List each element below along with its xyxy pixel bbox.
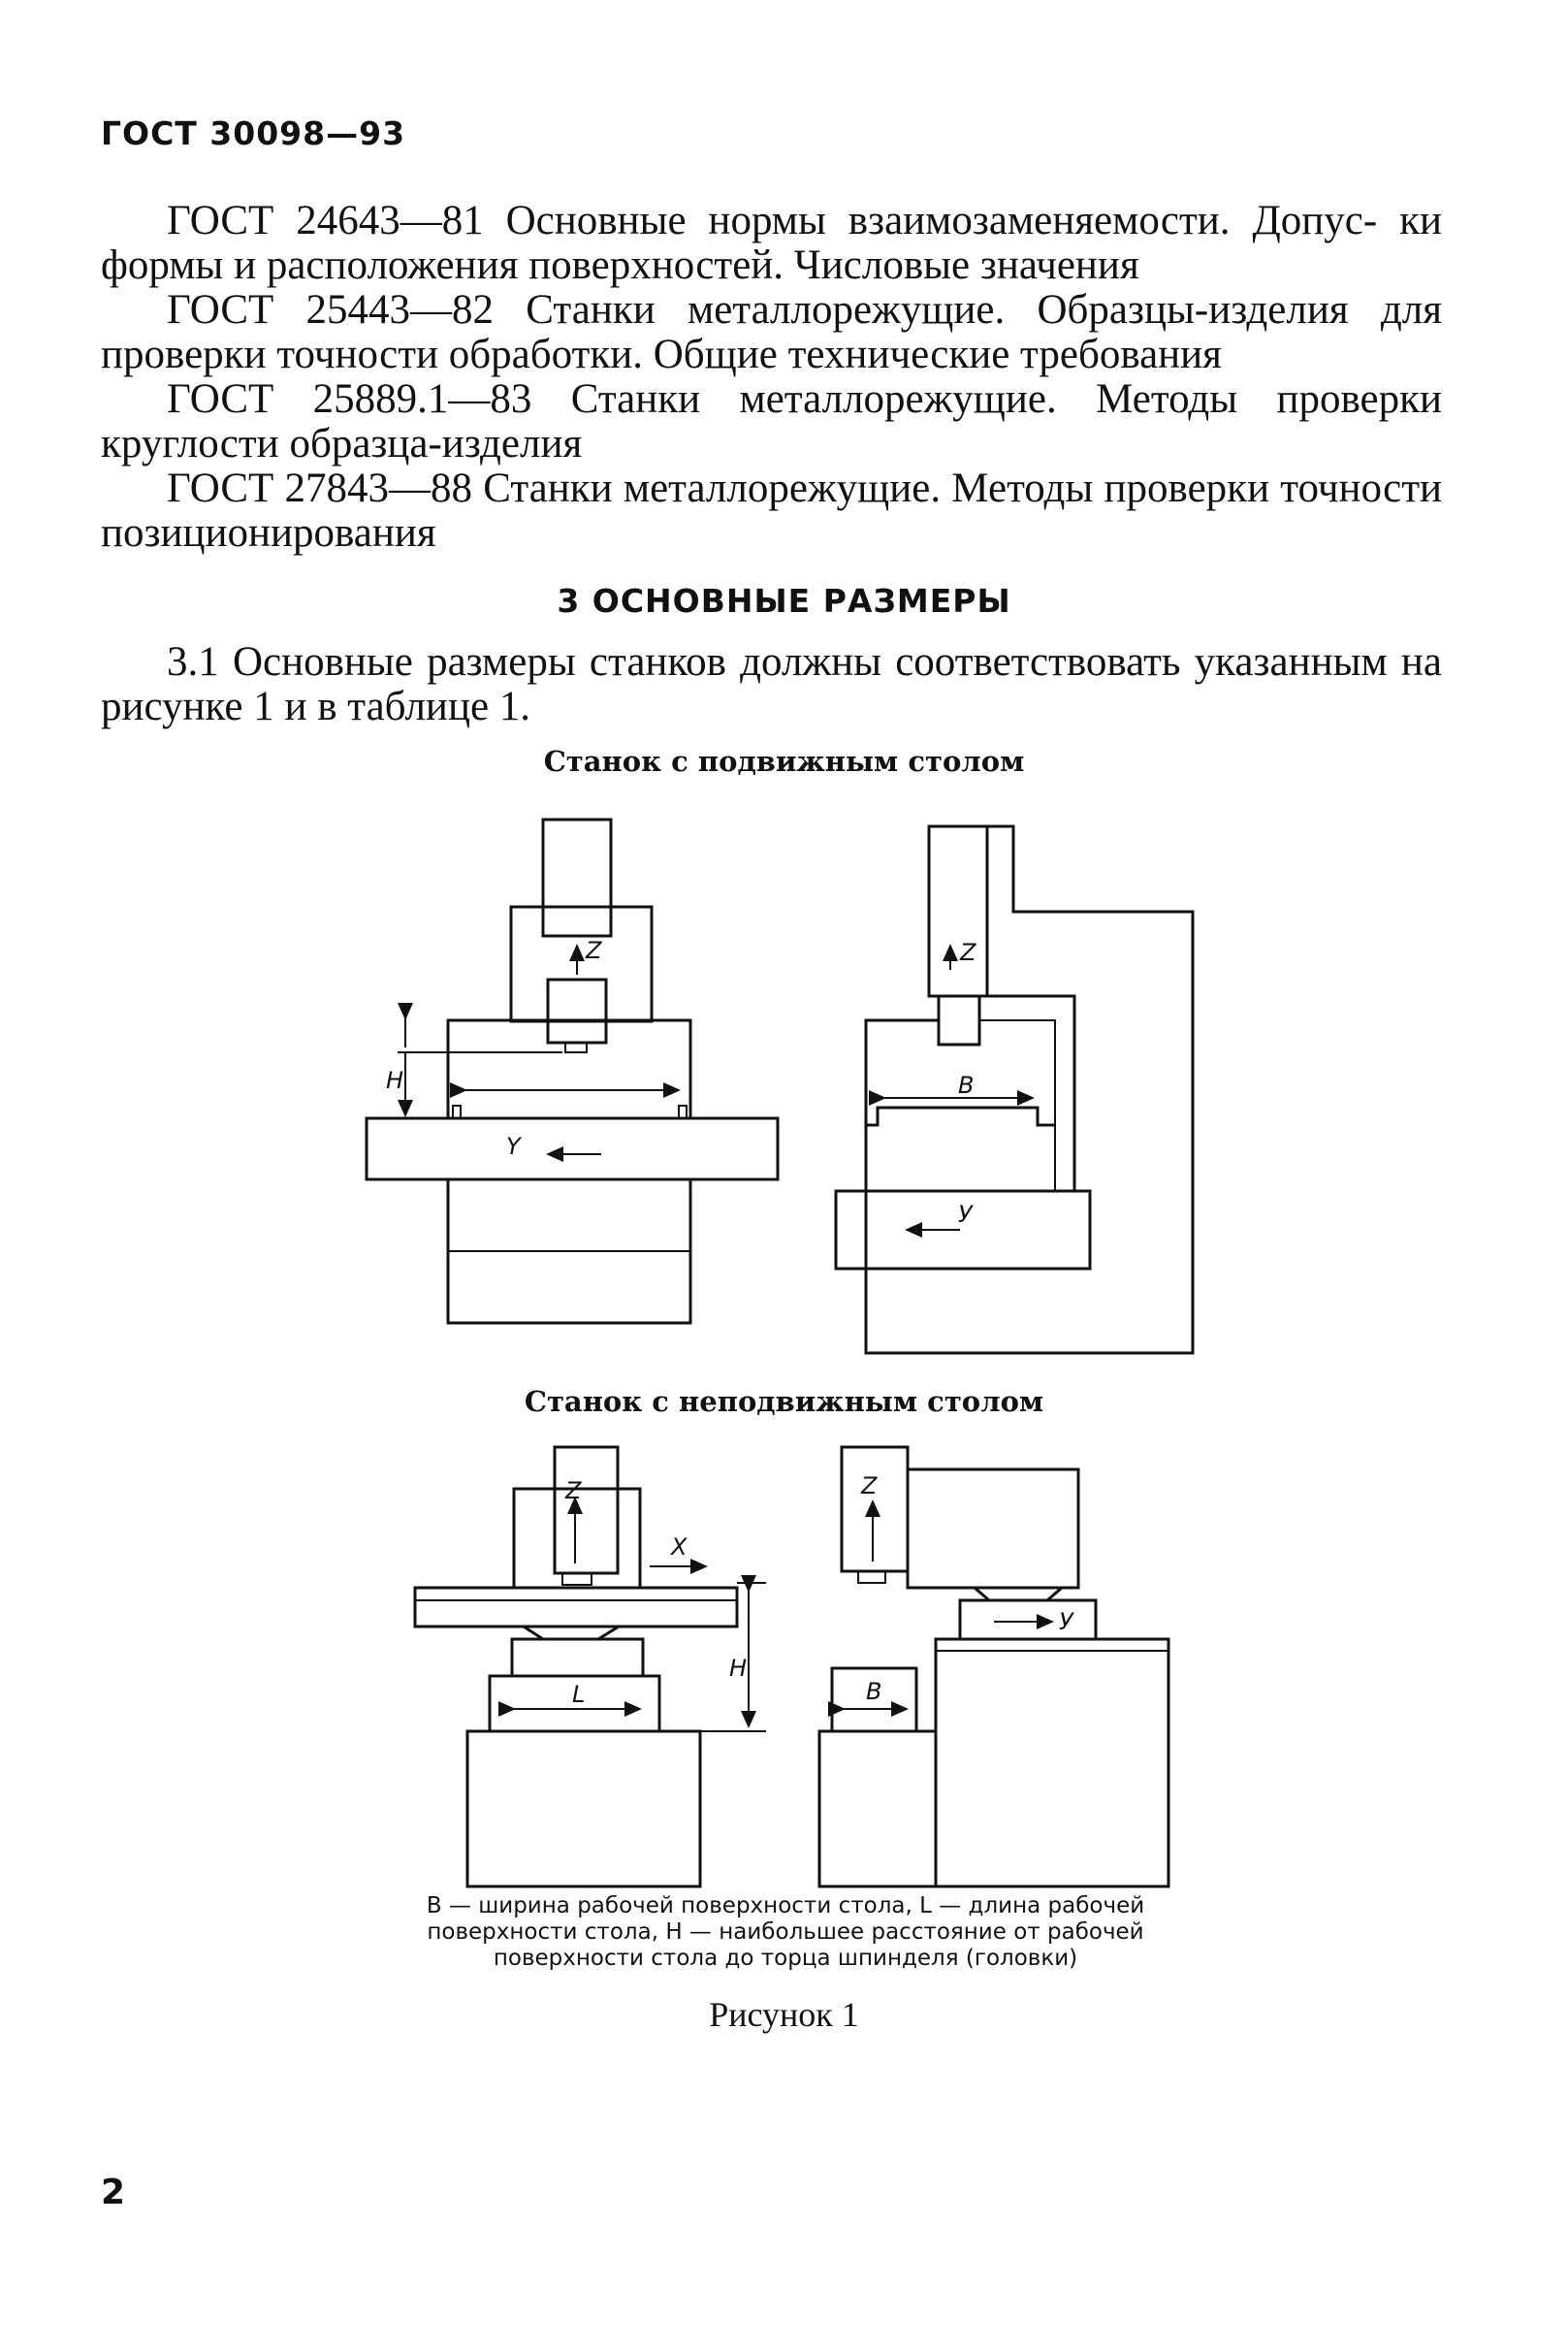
reference-rest: круглости образца-изделия (101, 421, 583, 467)
figure-caption: B — ширина рабочей поверхности стола, L … (426, 1893, 1145, 1971)
reference-first-line: ГОСТ 27843—88 Станки металлорежущие. Мет… (167, 466, 1270, 511)
normative-references: ГОСТ 24643—81 Основные нормы взаимозамен… (101, 199, 1442, 556)
figure-title: Рисунок 1 (709, 1995, 859, 2034)
reference-item: ГОСТ 25889.1—83 Станки металлорежущие. М… (101, 377, 1442, 467)
frame-right-inner (979, 994, 1076, 1191)
axis-z-label: Z (564, 1477, 582, 1504)
axis-z-label: Z (860, 1472, 878, 1499)
work-table (488, 1674, 661, 1731)
dimension-h-label: H (386, 1067, 403, 1094)
drawing-fixed-cframe: Z У B (817, 1445, 1170, 1888)
spindle-head (541, 818, 613, 938)
reference-first-line: ГОСТ 25889.1—83 Станки металлорежущие. М… (167, 376, 1442, 422)
drawing-movable-cframe: B Z У (834, 824, 1195, 1355)
spindle-head (840, 1445, 910, 1573)
spindle-head (927, 824, 989, 998)
work-table (834, 1189, 1092, 1271)
reference-item: ГОСТ 25443—82 Станки металлорежущие. Обр… (101, 288, 1442, 377)
axis-y-label: У (958, 1201, 974, 1228)
machine-column (934, 1637, 1170, 1888)
dimension-l-label: L (572, 1681, 585, 1708)
table-slot-left (452, 1105, 462, 1119)
spindle (937, 994, 981, 1047)
column-carriage (958, 1598, 1098, 1641)
reference-rest: ки формы и расположения поверхностей. Чи… (101, 198, 1443, 288)
cross-rail (413, 1586, 739, 1628)
reference-first-line: ГОСТ 25443—82 Станки металлорежущие. Обр… (167, 287, 1442, 333)
axis-y-label: Y (506, 1133, 523, 1160)
figure-subtitle-movable-table: Станок с подвижным столом (543, 745, 1025, 778)
table-base (817, 1729, 938, 1888)
machine-base (465, 1729, 702, 1888)
frame-right-inner-line (979, 1019, 1056, 1191)
axis-z-label: Z (585, 937, 602, 964)
dovetail-guide (974, 1586, 1063, 1602)
dimension-b-label: B (866, 1678, 881, 1705)
axis-z-label: Z (959, 939, 976, 966)
drawing-movable-gantry: Z H Y (365, 818, 780, 1325)
column-head (509, 905, 654, 1023)
work-table (365, 1116, 780, 1181)
dovetail-guide (523, 1625, 620, 1641)
figure-subtitle-fixed-table: Станок с неподвижным столом (524, 1385, 1044, 1418)
dimension-h-label: H (729, 1655, 747, 1682)
reference-rest: точности позиционирования (101, 466, 1443, 556)
axis-y-label: У (1059, 1608, 1074, 1635)
work-table (830, 1666, 918, 1731)
frame-left-upper (864, 1018, 939, 1191)
head-housing (906, 1467, 1080, 1590)
carriage (510, 1637, 645, 1678)
spindle-head (553, 1445, 620, 1575)
reference-rest: проверки точности обработки. Общие техни… (101, 332, 1222, 377)
spindle-nose (857, 1570, 886, 1584)
spindle (546, 978, 608, 1045)
reference-item: ГОСТ 27843—88 Станки металлорежущие. Мет… (101, 467, 1442, 556)
c-frame-column (864, 824, 1195, 1355)
spindle-nose (561, 1572, 592, 1586)
clause-3-1: 3.1 Основные размеры станков должны соот… (101, 639, 1442, 729)
spindle-nose (564, 1042, 588, 1053)
table-carriage (864, 1091, 1055, 1127)
drawing-fixed-gantry: Z X L H (413, 1445, 766, 1888)
document-header: ГОСТ 30098—93 (101, 114, 406, 152)
axis-x-label: X (669, 1533, 688, 1561)
section-title: 3 ОСНОВНЫЕ РАЗМЕРЫ (557, 582, 1011, 620)
dimension-b-label: B (958, 1072, 974, 1099)
portal-frame (446, 1018, 692, 1118)
reference-first-line: ГОСТ 24643—81 Основные нормы взаимозамен… (167, 198, 1378, 243)
table-slot-right (678, 1105, 688, 1119)
reference-item: ГОСТ 24643—81 Основные нормы взаимозамен… (101, 199, 1442, 288)
page-number: 2 (101, 2173, 126, 2212)
